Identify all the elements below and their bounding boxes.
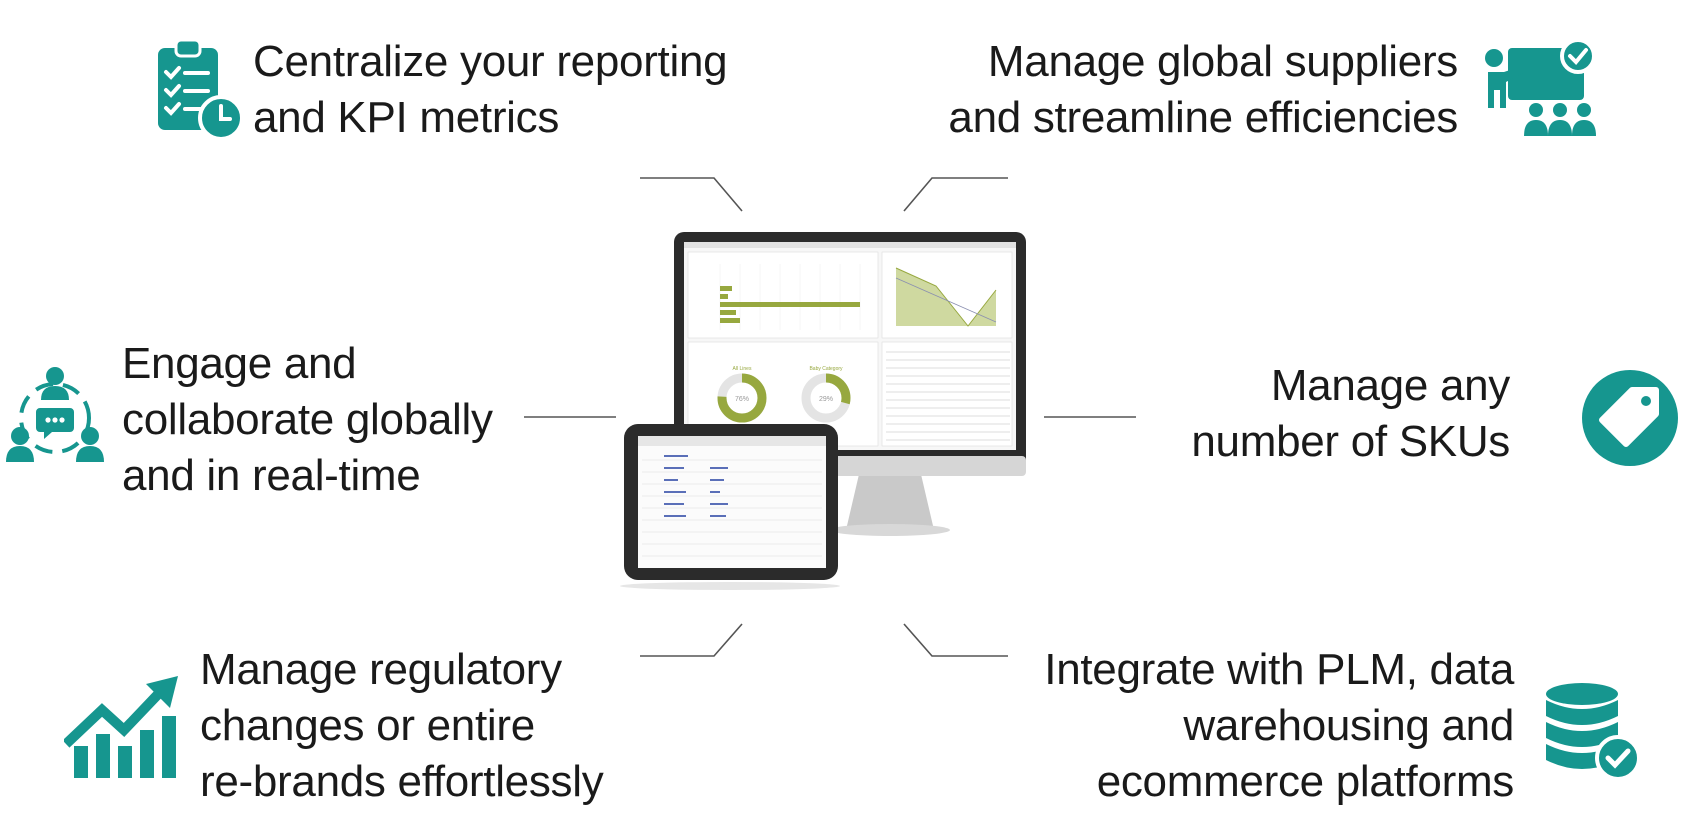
presentation-audience-icon [1482,38,1596,136]
feature-skus-text: Manage any number of SKUs [1191,358,1510,470]
clipboard-clock-icon [158,38,244,141]
team-chat-icon [6,367,104,462]
database-check-icon [1546,683,1641,781]
connector-reporting [640,177,743,212]
screen-bar-chart [687,251,879,339]
feature-line: re-brands effortlessly [200,757,604,806]
tablet-screen [638,436,826,568]
monitor-stand [846,470,934,530]
growth-chart-icon [64,676,178,778]
feature-line: Manage global suppliers [987,37,1458,86]
donut-all-value: 76% [735,396,749,403]
donut-baby-label: Baby Category [809,366,843,372]
feature-line: and KPI metrics [253,93,560,142]
feature-line: Centralize your reporting [253,37,728,86]
feature-integrate-text: Integrate with PLM, data warehousing and… [1044,642,1514,810]
connector-regulatory [640,623,743,657]
feature-line: changes or entire [200,701,535,750]
price-tag-icon [1582,370,1678,466]
feature-line: ecommerce platforms [1096,757,1515,806]
donut-baby-value: 29% [819,396,833,403]
connector-suppliers [903,177,1008,212]
feature-collaborate-text: Engage and collaborate globally and in r… [122,336,493,504]
feature-line: Manage regulatory [200,645,562,694]
feature-line: Integrate with PLM, data [1044,645,1514,694]
feature-line: number of SKUs [1191,417,1510,466]
feature-line: Engage and [122,339,357,388]
feature-line: warehousing and [1183,701,1514,750]
feature-regulatory-text: Manage regulatory changes or entire re-b… [200,642,604,810]
screen-table [881,341,1013,447]
feature-line: Manage any [1270,361,1510,410]
device-mockup: 76% 29% All Lines Baby Category [620,232,1026,590]
feature-line: and streamline efficiencies [948,93,1458,142]
feature-suppliers-text: Manage global suppliers and streamline e… [948,34,1458,146]
donut-all-label: All Lines [733,366,752,372]
feature-line: collaborate globally [122,395,493,444]
connector-integrate [903,623,1008,657]
feature-line: and in real-time [122,451,421,500]
feature-reporting-text: Centralize your reporting and KPI metric… [253,34,728,146]
